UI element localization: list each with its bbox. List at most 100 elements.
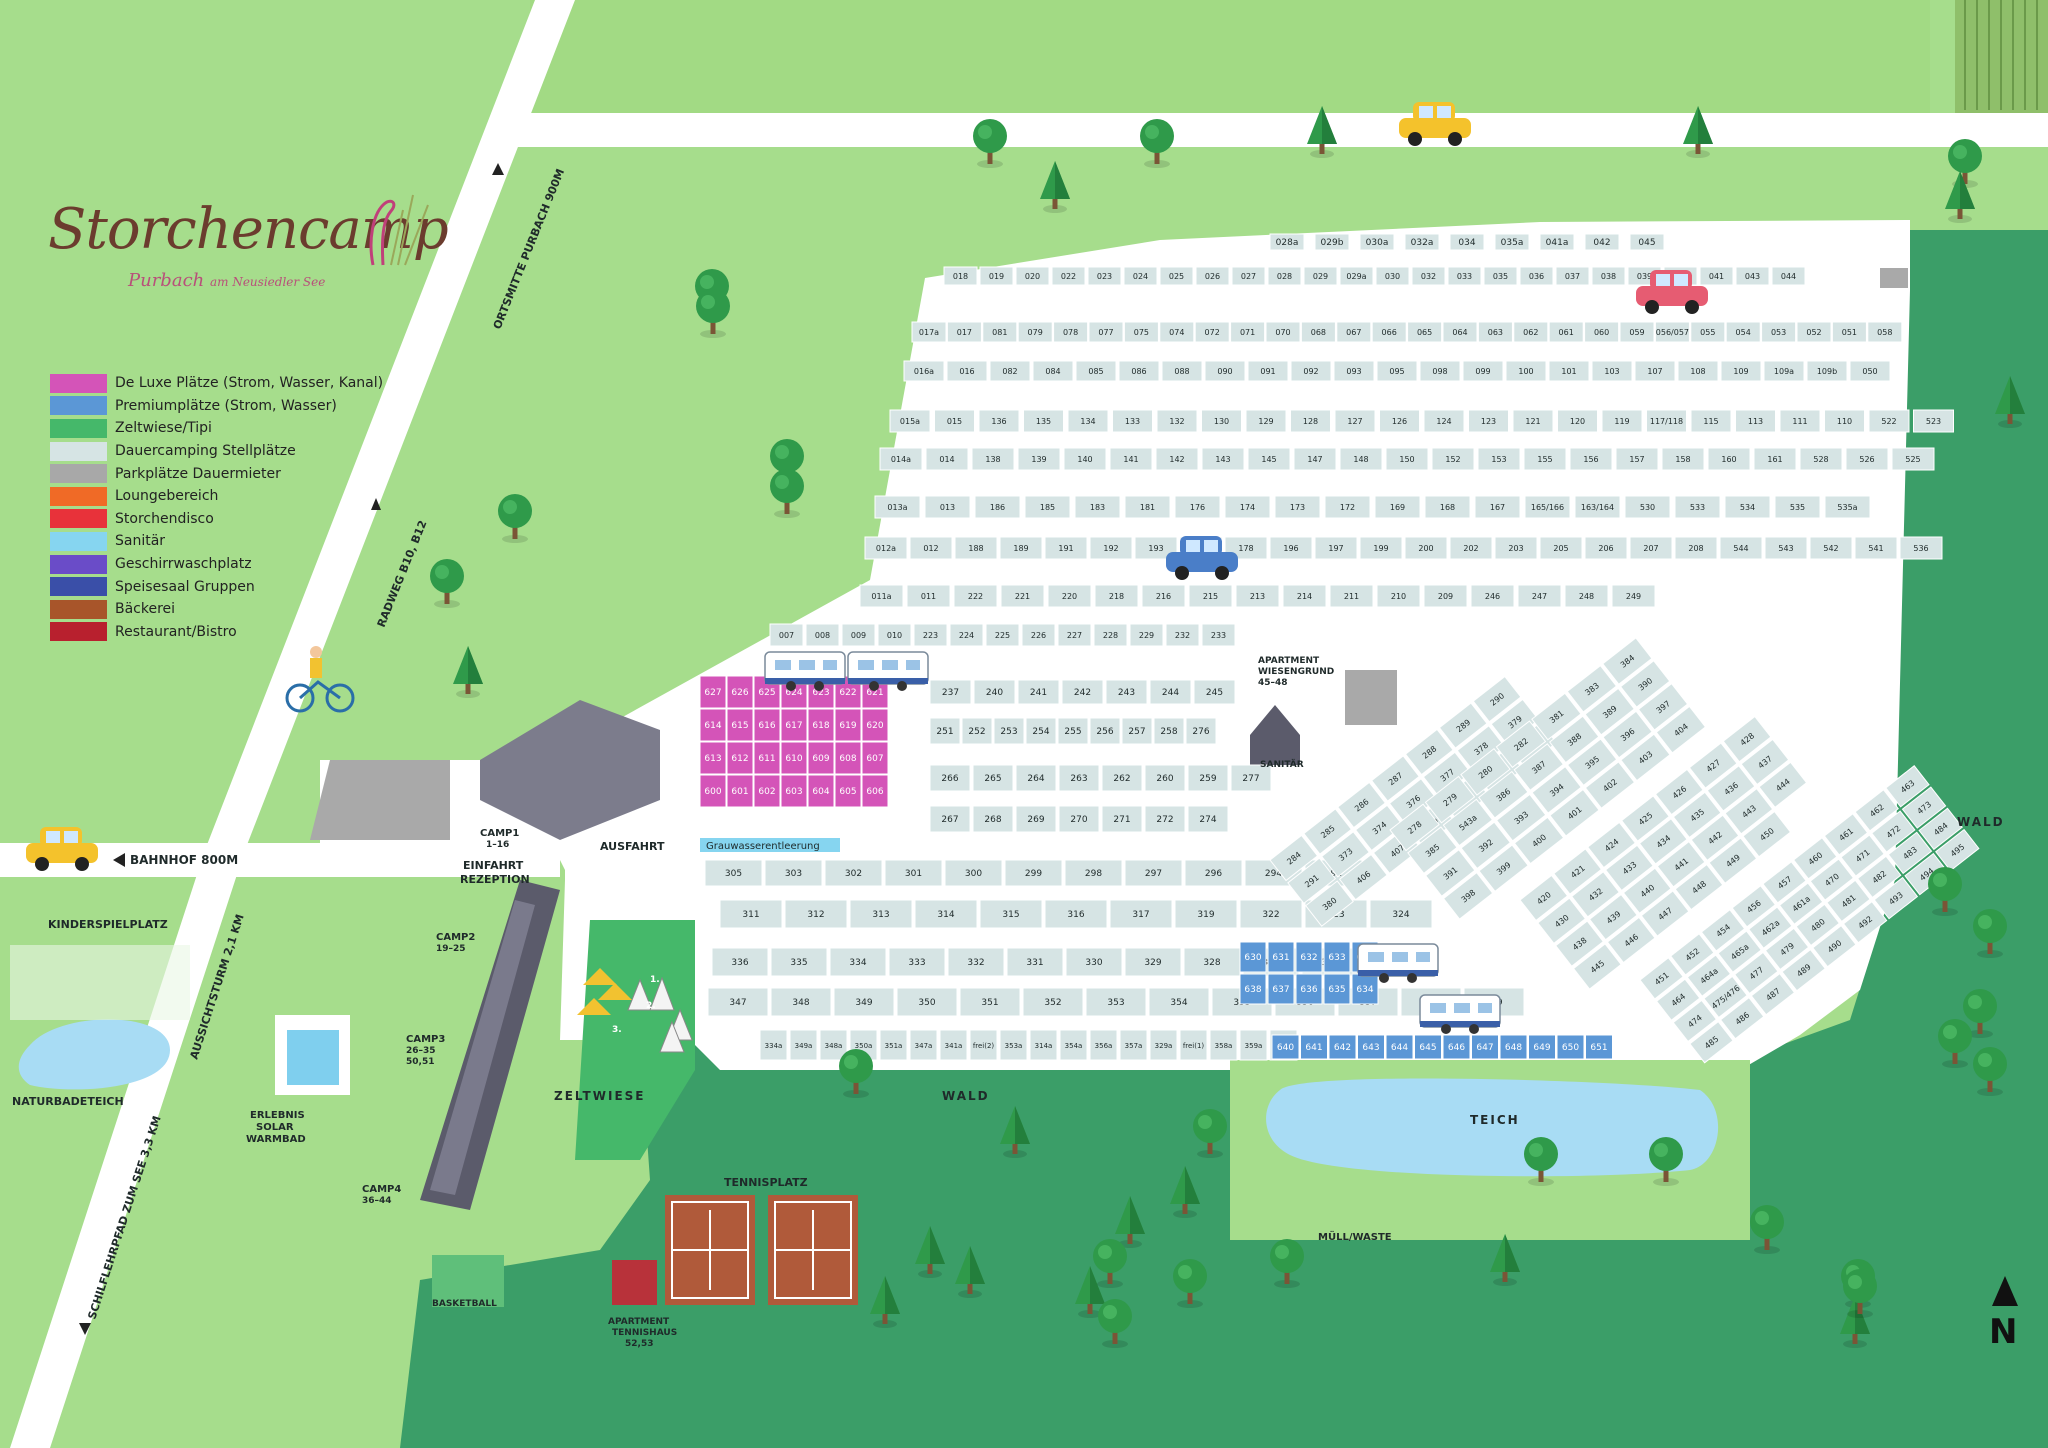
pitch-plot[interactable] — [982, 321, 1018, 343]
pitch-plot[interactable] — [1333, 360, 1375, 382]
pitch-plot[interactable] — [1840, 834, 1885, 877]
pitch-plot[interactable] — [1845, 447, 1889, 471]
pitch-plot[interactable] — [1119, 1029, 1148, 1061]
pitch-plot[interactable] — [1553, 848, 1603, 895]
pitch-plot[interactable] — [726, 708, 754, 742]
pitch-plot[interactable] — [1290, 360, 1332, 382]
pitch-plot[interactable] — [1245, 409, 1287, 433]
pitch-plot[interactable] — [1093, 623, 1128, 647]
pitch-plot[interactable] — [1129, 623, 1164, 647]
pitch-plot[interactable] — [1337, 781, 1386, 829]
pitch-plot[interactable] — [1305, 880, 1354, 927]
pitch-plot[interactable] — [1717, 930, 1762, 973]
pitch-plot[interactable] — [1831, 321, 1867, 343]
pitch-plot[interactable] — [1477, 447, 1521, 471]
pitch-plot[interactable] — [1725, 321, 1761, 343]
pitch-plot[interactable] — [807, 774, 835, 808]
pitch-plot[interactable] — [1156, 409, 1198, 433]
pitch-plot[interactable] — [1731, 885, 1777, 928]
pitch-plot[interactable] — [971, 447, 1015, 471]
pitch-plot[interactable] — [896, 987, 958, 1017]
pitch-plot[interactable] — [834, 741, 862, 775]
pitch-plot[interactable] — [1194, 321, 1230, 343]
pitch-plot[interactable] — [780, 774, 808, 808]
pitch-plot[interactable] — [1159, 321, 1195, 343]
pitch-plot[interactable] — [1619, 660, 1671, 708]
pitch-plot[interactable] — [999, 536, 1043, 560]
pitch-plot[interactable] — [1690, 814, 1740, 862]
pitch-plot[interactable] — [859, 584, 904, 608]
pitch-plot[interactable] — [699, 675, 727, 709]
pitch-plot[interactable] — [1478, 844, 1529, 893]
pitch-plot[interactable] — [1193, 679, 1236, 705]
pitch-plot[interactable] — [1188, 584, 1233, 608]
pitch-plot[interactable] — [1089, 717, 1121, 745]
pitch-plot[interactable] — [864, 536, 908, 560]
pitch-plot[interactable] — [1204, 360, 1246, 382]
pitch-plot[interactable] — [1495, 793, 1547, 842]
pitch-plot[interactable] — [939, 1029, 968, 1061]
pitch-plot[interactable] — [1063, 447, 1107, 471]
pitch-plot[interactable] — [1771, 266, 1806, 286]
pitch-plot[interactable] — [753, 708, 781, 742]
pitch-plot[interactable] — [1351, 973, 1379, 1005]
pitch-plot[interactable] — [1572, 943, 1622, 990]
pitch-plot[interactable] — [1267, 941, 1295, 973]
pitch-plot[interactable] — [1601, 409, 1643, 433]
pitch-plot[interactable] — [1265, 321, 1301, 343]
pitch-plot[interactable] — [1438, 702, 1488, 749]
pitch-plot[interactable] — [1075, 360, 1117, 382]
pitch-plot[interactable] — [1913, 409, 1954, 433]
pitch-plot[interactable] — [924, 495, 971, 519]
pitch-plot[interactable] — [726, 741, 754, 775]
pitch-plot[interactable] — [1269, 536, 1313, 560]
pitch-plot[interactable] — [1295, 973, 1323, 1005]
pitch-plot[interactable] — [1159, 266, 1194, 286]
pitch-plot[interactable] — [1823, 813, 1869, 856]
pitch-plot[interactable] — [1588, 893, 1638, 941]
pitch-plot[interactable] — [1300, 1034, 1328, 1060]
pitch-plot[interactable] — [1149, 679, 1192, 705]
pitch-plot[interactable] — [1556, 1034, 1585, 1060]
pitch-plot[interactable] — [1165, 623, 1200, 647]
pitch-plot[interactable] — [1239, 899, 1303, 929]
pitch-plot[interactable] — [1105, 679, 1148, 705]
pitch-plot[interactable] — [1512, 409, 1554, 433]
pitch-plot[interactable] — [861, 774, 889, 808]
pitch-plot[interactable] — [906, 584, 951, 608]
pitch-plot[interactable] — [1724, 788, 1774, 835]
pitch-plot[interactable] — [1187, 764, 1229, 792]
pitch-plot[interactable] — [1339, 447, 1383, 471]
pitch-plot[interactable] — [1065, 947, 1123, 977]
pitch-plot[interactable] — [1688, 742, 1738, 789]
pitch-plot[interactable] — [1404, 233, 1440, 251]
pitch-plot[interactable] — [1021, 623, 1056, 647]
pitch-plot[interactable] — [1655, 978, 1701, 1021]
pitch-plot[interactable] — [974, 495, 1021, 519]
pitch-plot[interactable] — [770, 987, 832, 1017]
pitch-plot[interactable] — [707, 987, 769, 1017]
pitch-plot[interactable] — [1109, 899, 1173, 929]
pitch-plot[interactable] — [1891, 447, 1935, 471]
pitch-plot[interactable] — [1474, 495, 1521, 519]
pitch-plot[interactable] — [1370, 755, 1420, 802]
pitch-plot[interactable] — [1677, 360, 1719, 382]
pitch-plot[interactable] — [1591, 266, 1626, 286]
pitch-plot[interactable] — [1303, 808, 1353, 855]
pitch-plot[interactable] — [914, 899, 978, 929]
pitch-plot[interactable] — [1089, 536, 1133, 560]
pitch-plot[interactable] — [1195, 266, 1230, 286]
pitch-plot[interactable] — [1184, 859, 1243, 887]
pitch-plot[interactable] — [1495, 720, 1547, 769]
pitch-plot[interactable] — [1849, 360, 1891, 382]
pitch-plot[interactable] — [1000, 584, 1045, 608]
pitch-plot[interactable] — [1584, 321, 1620, 343]
pitch-plot[interactable] — [1524, 495, 1571, 519]
pitch-plot[interactable] — [889, 409, 931, 433]
pitch-plot[interactable] — [726, 774, 754, 808]
pitch-plot[interactable] — [1134, 536, 1178, 560]
pitch-plot[interactable] — [1868, 409, 1910, 433]
pitch-plot[interactable] — [1094, 584, 1139, 608]
pitch-plot[interactable] — [1161, 360, 1203, 382]
pitch-plot[interactable] — [1269, 834, 1319, 882]
